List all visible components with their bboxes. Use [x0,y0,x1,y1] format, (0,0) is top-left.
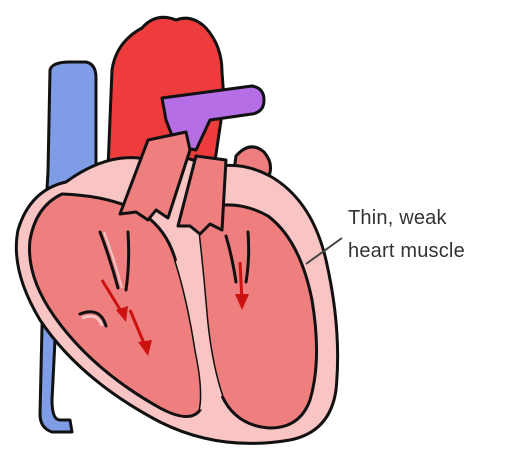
label-line-2: heart muscle [348,235,526,268]
heart-muscle-label: Thin, weak heart muscle [348,202,526,268]
label-line-1: Thin, weak [348,202,526,235]
